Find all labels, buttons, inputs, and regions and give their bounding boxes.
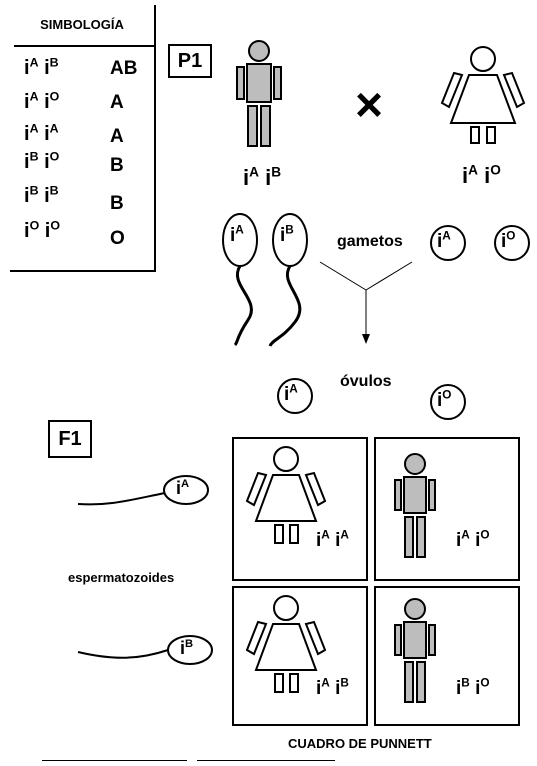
sperm-label: espermatozoides (68, 570, 175, 585)
female-parent-icon (440, 46, 526, 144)
legend-phenotype: B (110, 155, 124, 176)
egg-gamete-icon (494, 225, 530, 261)
punnett-cell: iA iB (232, 586, 368, 726)
ovule-allele: iO (437, 388, 452, 411)
legend-genotype: iO iO (24, 218, 60, 242)
sperm-allele: iA (176, 478, 190, 498)
ovule-allele: iA (284, 382, 298, 405)
legend-phenotype: B (110, 193, 124, 214)
sperm-allele: iB (280, 223, 294, 246)
egg-allele: iO (501, 229, 516, 252)
male-parent-genotype: iA iB (243, 164, 282, 190)
legend-divider (14, 45, 154, 47)
legend-genotype: iA iB (24, 55, 59, 79)
punnett-cell: iB iO (374, 586, 520, 726)
ovule-icon (277, 378, 313, 414)
legend-title: SIMBOLOGÍA (40, 17, 124, 32)
sperm-head-icon (167, 635, 213, 665)
ovule-icon (430, 384, 466, 420)
sperm-head-icon (163, 475, 209, 505)
egg-allele: iA (437, 229, 451, 252)
sperm-allele: iB (180, 638, 194, 658)
gametes-label: gametos (337, 233, 403, 250)
female-child-icon (246, 446, 326, 544)
child-genotype: iA iB (316, 676, 349, 699)
punnett-cell: iA iA (232, 437, 368, 581)
male-child-icon (394, 453, 436, 558)
punnett-cell: iA iO (374, 437, 520, 581)
ovules-label: óvulos (340, 373, 392, 390)
arrow-down-icon (362, 334, 370, 344)
bottom-rule (42, 760, 187, 761)
generation-p1-label: P1 (168, 44, 212, 78)
sperm-allele: iA (230, 223, 244, 246)
legend-phenotype: A (110, 92, 124, 113)
legend-phenotype: AB (110, 58, 138, 79)
egg-gamete-icon (430, 225, 466, 261)
child-genotype: iA iO (456, 528, 490, 551)
child-genotype: iA iA (316, 528, 349, 551)
child-genotype: iB iO (456, 676, 490, 699)
legend-genotype: iA iO (24, 89, 60, 113)
legend-genotype: iB iO (24, 149, 60, 173)
male-parent-icon (236, 40, 282, 147)
female-parent-genotype: iA iO (462, 162, 501, 188)
legend-genotype: iB iB (24, 183, 59, 207)
bottom-rule (197, 760, 335, 761)
legend-phenotype: O (110, 228, 125, 249)
legend-genotype: iA iA (24, 121, 59, 145)
generation-f1-label: F1 (48, 420, 92, 458)
legend-phenotype: A (110, 126, 124, 147)
female-child-icon (246, 595, 326, 693)
legend-box: SIMBOLOGÍA iA iB AB iA iO A iA iA A iB i… (10, 5, 156, 272)
punnett-caption: CUADRO DE PUNNETT (288, 736, 432, 751)
sperm-tail-icon (77, 492, 166, 506)
sperm-tail-icon (233, 265, 253, 347)
sperm-tail-icon (268, 265, 302, 347)
cross-symbol: × (355, 79, 384, 132)
male-child-icon (394, 598, 436, 703)
sperm-tail-icon (77, 649, 169, 659)
